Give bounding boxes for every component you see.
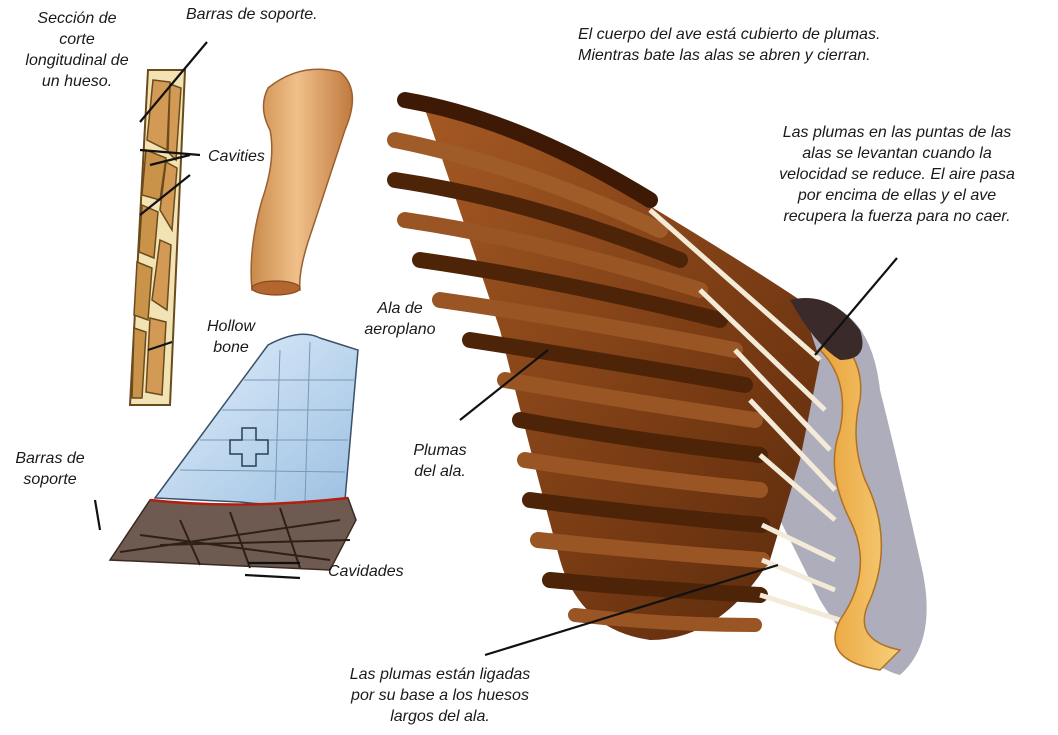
label-line: por encima de ellas y el ave bbox=[740, 185, 1054, 206]
label-support-bars-top: Barras de soporte. bbox=[186, 4, 318, 25]
label-cavidades: Cavidades bbox=[328, 561, 404, 582]
label-support-bars-left: Barras de soporte bbox=[0, 448, 100, 490]
label-line: soporte bbox=[0, 469, 100, 490]
label-cavities: Cavities bbox=[208, 146, 265, 167]
label-line: bone bbox=[196, 337, 266, 358]
solid-bone-illustration bbox=[251, 69, 352, 295]
label-line: Mientras bate las alas se abren y cierra… bbox=[578, 45, 880, 66]
label-line: Hollow bbox=[196, 316, 266, 337]
label-line: Barras de bbox=[0, 448, 100, 469]
label-line: Cavidades bbox=[328, 561, 404, 582]
label-line: El cuerpo del ave está cubierto de pluma… bbox=[578, 24, 880, 45]
label-line: largos del ala. bbox=[315, 706, 565, 727]
label-line: un hueso. bbox=[2, 71, 152, 92]
label-feathers-attached: Las plumas están ligadas por su base a l… bbox=[315, 664, 565, 727]
label-body-covered: El cuerpo del ave está cubierto de pluma… bbox=[578, 24, 880, 66]
label-line: velocidad se reduce. El aire pasa bbox=[740, 164, 1054, 185]
label-line: Las plumas en las puntas de las bbox=[740, 122, 1054, 143]
label-line: corte bbox=[2, 29, 152, 50]
label-hollow-bone: Hollow bone bbox=[196, 316, 266, 358]
label-bone-section: Sección de corte longitudinal de un hues… bbox=[2, 8, 152, 92]
label-line: Ala de bbox=[345, 298, 455, 319]
label-wingtip-feathers: Las plumas en las puntas de las alas se … bbox=[740, 122, 1054, 227]
label-line: del ala. bbox=[390, 461, 490, 482]
label-line: Cavities bbox=[208, 146, 265, 167]
label-line: Sección de bbox=[2, 8, 152, 29]
label-line: Plumas bbox=[390, 440, 490, 461]
label-line: alas se levantan cuando la bbox=[740, 143, 1054, 164]
label-line: por su base a los huesos bbox=[315, 685, 565, 706]
label-line: Barras de soporte. bbox=[186, 4, 318, 25]
label-line: recupera la fuerza para no caer. bbox=[740, 206, 1054, 227]
label-line: aeroplano bbox=[345, 319, 455, 340]
bone-section bbox=[130, 70, 185, 405]
label-airplane-wing: Ala de aeroplano bbox=[345, 298, 455, 340]
label-line: longitudinal de bbox=[2, 50, 152, 71]
label-wing-feathers: Plumas del ala. bbox=[390, 440, 490, 482]
label-line: Las plumas están ligadas bbox=[315, 664, 565, 685]
